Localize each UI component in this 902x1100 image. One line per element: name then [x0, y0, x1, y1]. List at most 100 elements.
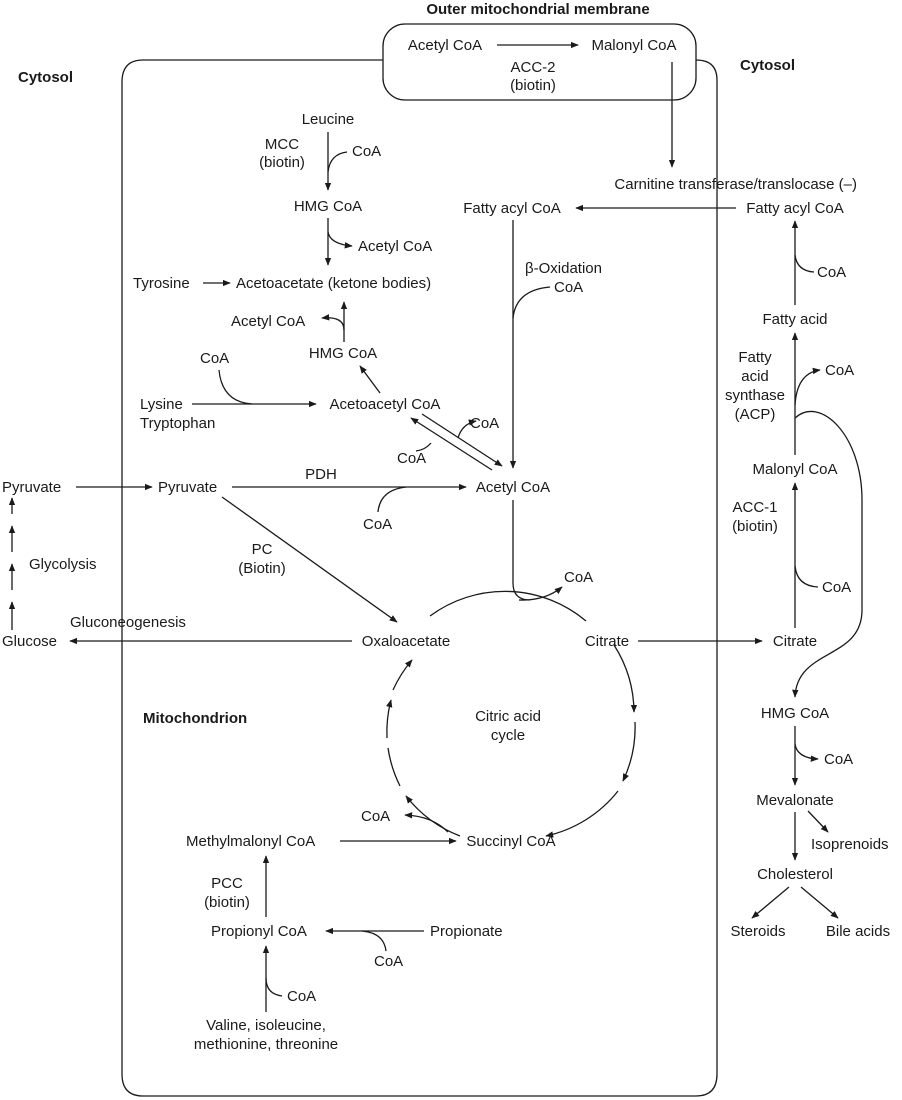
pc-arrow — [221, 496, 398, 623]
mitochondrion-boundary — [121, 59, 718, 1097]
acc2-cofactor: (biotin) — [510, 77, 556, 94]
fas-line4: (ACP) — [735, 406, 776, 423]
acetyl-coa-1: Acetyl CoA — [358, 238, 432, 255]
pcc-label: PCC — [211, 875, 243, 892]
propionyl-coa: Propionyl CoA — [211, 923, 307, 940]
fatty-acyl-coa-mito: Fatty acyl CoA — [463, 200, 561, 217]
tryptophan: Tryptophan — [140, 415, 215, 432]
pc-cofactor: (Biotin) — [238, 560, 286, 577]
cholesterol-to-bile-acids-arrow — [800, 886, 839, 919]
coa-acetoacetyl-out: CoA — [470, 415, 499, 432]
acetyl-coa-release-1 — [327, 231, 353, 249]
acc1-coa: CoA — [822, 579, 851, 596]
mcc-coa-input — [327, 151, 348, 173]
leucine: Leucine — [302, 111, 355, 128]
fas-coa: CoA — [825, 362, 854, 379]
pyruvate-cytosol: Pyruvate — [2, 479, 61, 496]
fatty-acyl-coa-cytosol: Fatty acyl CoA — [746, 200, 844, 217]
fas-line3: synthase — [725, 387, 785, 404]
cycle-arc-right-1 — [613, 644, 638, 713]
membrane-malonyl-coa: Malonyl CoA — [591, 37, 676, 54]
hmg-coa-release — [794, 743, 819, 762]
mcc-cofactor: (biotin) — [259, 154, 305, 171]
hmg-coa-1: HMG CoA — [294, 198, 362, 215]
beta-oxidation-coa: CoA — [554, 279, 583, 296]
gluconeogenesis-label: Gluconeogenesis — [70, 614, 186, 631]
amino-acids-line2: methionine, threonine — [194, 1036, 338, 1053]
citrate-to-hmg-arrow — [792, 411, 863, 698]
fas-coa-release — [794, 367, 821, 406]
fas-line2: acid — [741, 368, 769, 385]
acetyl-to-acetoacetyl-arrow — [410, 417, 493, 471]
tyrosine: Tyrosine — [133, 275, 190, 292]
methylmalonyl-coa: Methylmalonyl CoA — [186, 833, 315, 850]
hmg-coa-out: CoA — [824, 751, 853, 768]
acetoacetate: Acetoacetate (ketone bodies) — [236, 275, 431, 292]
cycle-label-line2: cycle — [491, 727, 525, 744]
pdh-coa: CoA — [363, 516, 392, 533]
pc-label: PC — [252, 541, 273, 558]
beta-oxidation-label: β-Oxidation — [525, 260, 602, 277]
glycolysis-label: Glycolysis — [29, 556, 97, 573]
fas-line1: Fatty — [738, 349, 772, 366]
acetoacetyl-coa: Acetoacetyl CoA — [330, 396, 441, 413]
propionate-coa: CoA — [374, 953, 403, 970]
cytosol-left-label: Cytosol — [18, 69, 73, 86]
pdh-coa-input — [377, 486, 407, 513]
pyruvate-mito: Pyruvate — [158, 479, 217, 496]
amino-coa-input — [265, 977, 283, 997]
acc2-label: ACC-2 — [510, 59, 555, 76]
propionate-coa-input — [361, 930, 387, 952]
coa-release-acetoacetyl — [457, 419, 477, 439]
fatty-acid: Fatty acid — [762, 311, 827, 328]
acetyl-coa-central: Acetyl CoA — [476, 479, 550, 496]
citrate-coa: CoA — [564, 569, 593, 586]
cycle-arc-right-3 — [545, 790, 619, 838]
steroids: Steroids — [730, 923, 785, 940]
acetoacetyl-to-hmg-arrow — [359, 365, 381, 394]
cycle-arc-right-2 — [622, 721, 636, 782]
carnitine-transferase: Carnitine transferase/translocase (–) — [614, 176, 857, 193]
oxaloacetate: Oxaloacetate — [362, 633, 450, 650]
acetyl-coa-2: Acetyl CoA — [231, 313, 305, 330]
bile-acids: Bile acids — [826, 923, 890, 940]
acc1-cofactor: (biotin) — [732, 518, 778, 535]
amino-acids-line1: Valine, isoleucine, — [206, 1017, 326, 1034]
cholesterol-to-steroids-arrow — [751, 886, 790, 919]
cycle-arc-top — [429, 590, 587, 622]
mcc-label: MCC — [265, 136, 299, 153]
coa-acetoacetyl-in: CoA — [397, 450, 426, 467]
amino-coa: CoA — [287, 988, 316, 1005]
acc1-label: ACC-1 — [732, 499, 777, 516]
glucose: Glucose — [2, 633, 57, 650]
pcc-cofactor: (biotin) — [204, 894, 250, 911]
acetyl-to-citrate-line — [512, 500, 531, 601]
citrate-cytosol: Citrate — [773, 633, 817, 650]
isoprenoids: Isoprenoids — [811, 836, 889, 853]
cycle-arc-left-2 — [387, 747, 401, 787]
cytosol-right-label: Cytosol — [740, 57, 795, 74]
malonyl-coa-cytosol: Malonyl CoA — [752, 461, 837, 478]
acc1-coa-input — [794, 565, 819, 588]
mevalonate-to-isoprenoids-arrow — [807, 810, 829, 833]
acetoacetyl-to-acetyl-arrow — [421, 413, 503, 467]
hmg-coa-cytosol: HMG CoA — [761, 705, 829, 722]
coa-input-acetoacetyl — [415, 442, 432, 452]
beta-oxidation-coa-input — [512, 286, 551, 319]
succinyl-coa: Succinyl CoA — [466, 833, 555, 850]
hmg-coa-2: HMG CoA — [309, 345, 377, 362]
pdh-label: PDH — [305, 466, 337, 483]
citrate-mito: Citrate — [585, 633, 629, 650]
outer-membrane-box — [382, 23, 697, 101]
mitochondrion-label: Mitochondrion — [143, 710, 247, 727]
mcc-coa: CoA — [352, 143, 381, 160]
cholesterol: Cholesterol — [757, 866, 833, 883]
outer-membrane-label: Outer mitochondrial membrane — [426, 1, 649, 18]
succinyl-coa-out: CoA — [361, 808, 390, 825]
lysine-coa-input — [218, 369, 253, 405]
lysine: Lysine — [140, 396, 183, 413]
mevalonate: Mevalonate — [756, 792, 834, 809]
propionate: Propionate — [430, 923, 503, 940]
